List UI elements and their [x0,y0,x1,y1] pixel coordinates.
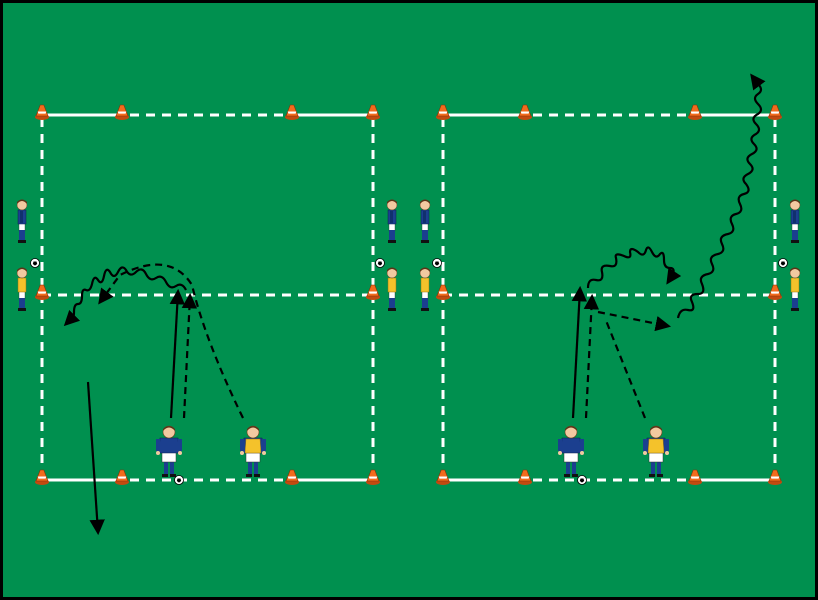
drill-right [419,73,801,486]
pass-arrow [169,288,186,419]
dribble-arrow [676,73,766,319]
shot-arrow [86,381,105,536]
dribble-arrow [63,266,187,327]
pass-arrow [571,285,588,419]
dribble-arrow [586,246,682,289]
run-arrow [181,292,198,419]
run-arrow [603,317,647,419]
drill-left [16,104,398,536]
pitch-surface [3,3,815,597]
run-arrow [583,293,600,419]
